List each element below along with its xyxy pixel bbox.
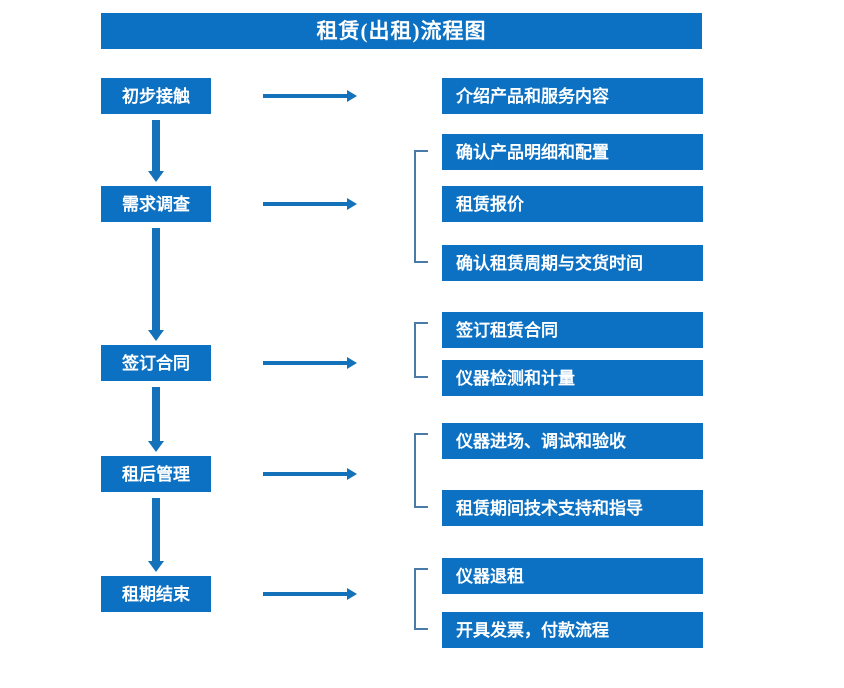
arrow-head (347, 198, 357, 210)
detail-box-4[interactable]: 确认租赁周期与交货时间 (442, 245, 703, 281)
detail-box-7[interactable]: 仪器进场、调试和验收 (442, 423, 703, 459)
detail-box-10[interactable]: 开具发票，付款流程 (442, 612, 703, 648)
detail-box-5[interactable]: 签订租赁合同 (442, 312, 703, 348)
stage-box-5[interactable]: 租期结束 (101, 576, 211, 612)
stage-box-2[interactable]: 需求调查 (101, 186, 211, 222)
vertical-arrow-1 (148, 120, 164, 182)
arrow-shaft (263, 592, 347, 596)
arrow-shaft (152, 498, 160, 561)
arrow-head (148, 171, 164, 182)
arrow-head (347, 468, 357, 480)
arrow-head (148, 441, 164, 452)
arrow-shaft (152, 228, 160, 330)
group-bracket-3 (414, 322, 428, 378)
arrow-shaft (152, 120, 160, 171)
stage-box-1[interactable]: 初步接触 (101, 78, 211, 114)
detail-box-8[interactable]: 租赁期间技术支持和指导 (442, 490, 703, 526)
arrow-shaft (152, 387, 160, 441)
stage-box-4[interactable]: 租后管理 (101, 456, 211, 492)
group-bracket-2 (414, 150, 428, 263)
detail-box-1[interactable]: 介绍产品和服务内容 (442, 78, 703, 114)
arrow-shaft (263, 361, 347, 365)
group-bracket-5 (414, 568, 428, 630)
detail-box-9[interactable]: 仪器退租 (442, 558, 703, 594)
detail-box-3[interactable]: 租赁报价 (442, 186, 703, 222)
arrow-shaft (263, 94, 347, 98)
vertical-arrow-3 (148, 387, 164, 452)
arrow-head (347, 588, 357, 600)
detail-box-2[interactable]: 确认产品明细和配置 (442, 134, 703, 170)
vertical-arrow-4 (148, 498, 164, 572)
detail-box-6[interactable]: 仪器检测和计量 (442, 360, 703, 396)
stage-box-3[interactable]: 签订合同 (101, 345, 211, 381)
arrow-head (347, 90, 357, 102)
arrow-head (148, 330, 164, 341)
flowchart-title: 租赁(出租)流程图 (101, 13, 702, 49)
arrow-shaft (263, 202, 347, 206)
arrow-head (347, 357, 357, 369)
vertical-arrow-2 (148, 228, 164, 341)
group-bracket-4 (414, 433, 428, 508)
arrow-shaft (263, 472, 347, 476)
arrow-head (148, 561, 164, 572)
